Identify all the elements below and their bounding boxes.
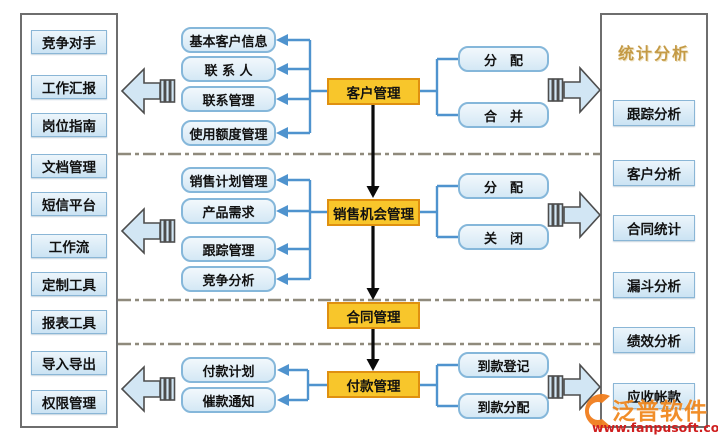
right-panel-item-funnel-analysis: 漏斗分析 <box>613 272 695 298</box>
right-panel-item-tracking-analysis: 跟踪分析 <box>613 100 695 126</box>
stage1-action-merge: 合 并 <box>458 102 549 128</box>
right-panel-item-receivables: 应收帐款 <box>613 383 695 409</box>
right-panel-item-customer-analysis: 客户分析 <box>613 160 695 186</box>
stage1-sub-basic-info: 基本客户信息 <box>181 27 276 53</box>
stage2-action-connectors <box>420 184 458 239</box>
stage2-sub-product-demand: 产品需求 <box>181 198 276 224</box>
right-panel-item-contract-stats: 合同统计 <box>613 215 695 241</box>
stage-contract-mgmt: 合同管理 <box>327 302 420 329</box>
left-panel-item-workflow: 工作流 <box>31 234 107 258</box>
stage-flow-arrows <box>366 105 380 371</box>
stage-sales-opportunity-mgmt: 销售机会管理 <box>327 199 420 226</box>
stage1-sub-contacts: 联 系 人 <box>181 56 276 82</box>
stage4-action-receipt-register: 到款登记 <box>458 352 549 378</box>
left-panel-item-custom-tools: 定制工具 <box>31 272 107 296</box>
left-panel-item-import-export: 导入导出 <box>31 351 107 375</box>
to-right-panel-arrow-1 <box>547 65 602 115</box>
stage4-sub-dunning-notice: 催款通知 <box>181 387 276 413</box>
stage4-sub-payment-plan: 付款计划 <box>181 357 276 383</box>
left-panel-item-report-tools: 报表工具 <box>31 310 107 334</box>
left-panel-item-work-report: 工作汇报 <box>31 75 107 99</box>
stage2-sub-competition: 竞争分析 <box>181 266 276 292</box>
stage4-sub-connectors <box>288 368 328 402</box>
to-right-panel-arrow-2 <box>547 190 602 240</box>
watermark: 泛普软件 www.fanpusoft.com <box>580 390 718 440</box>
stage4-action-receipt-assign: 到款分配 <box>458 393 549 419</box>
to-left-panel-arrow-1 <box>120 67 176 115</box>
stage2-sub-tracking-mgmt: 跟踪管理 <box>181 236 276 262</box>
stage1-sub-quota-mgmt: 使用额度管理 <box>181 120 276 146</box>
to-right-panel-arrow-3 <box>547 362 602 412</box>
stage2-sub-connectors <box>287 178 327 281</box>
stage-customer-mgmt: 客户管理 <box>327 78 420 105</box>
stage2-action-close: 关 闭 <box>458 224 549 250</box>
stage1-action-connectors <box>420 57 458 117</box>
left-panel-item-permissions: 权限管理 <box>31 390 107 414</box>
stage1-sub-connectors <box>287 38 327 135</box>
stage4-action-connectors <box>420 363 458 408</box>
stage2-sub-sales-plan: 销售计划管理 <box>181 167 276 193</box>
stage2-action-assign: 分 配 <box>458 173 549 199</box>
right-panel-item-performance: 绩效分析 <box>613 327 695 353</box>
stage-separator-lines <box>118 152 600 346</box>
stage1-arrowheads <box>276 34 288 139</box>
left-panel-item-doc-mgmt: 文档管理 <box>31 154 107 178</box>
to-left-panel-arrow-3 <box>120 365 176 413</box>
watermark-brand-text: 泛普软件 <box>612 399 708 425</box>
fanpusoft-logo-icon <box>585 394 610 428</box>
left-panel-item-sms-platform: 短信平台 <box>31 192 107 216</box>
stage2-arrowheads <box>276 174 288 285</box>
stage-payment-mgmt: 付款管理 <box>327 371 420 398</box>
watermark-url-text: www.fanpusoft.com <box>592 420 718 435</box>
stage1-action-assign: 分 配 <box>458 46 549 72</box>
stage1-sub-contact-mgmt: 联系管理 <box>181 86 276 112</box>
left-panel-item-job-guide: 岗位指南 <box>31 113 107 137</box>
left-panel-item-competitors: 竞争对手 <box>31 30 107 54</box>
to-left-panel-arrow-2 <box>120 207 176 255</box>
stage4-arrowheads <box>277 364 289 406</box>
right-panel-title: 统计分析 <box>617 44 690 63</box>
